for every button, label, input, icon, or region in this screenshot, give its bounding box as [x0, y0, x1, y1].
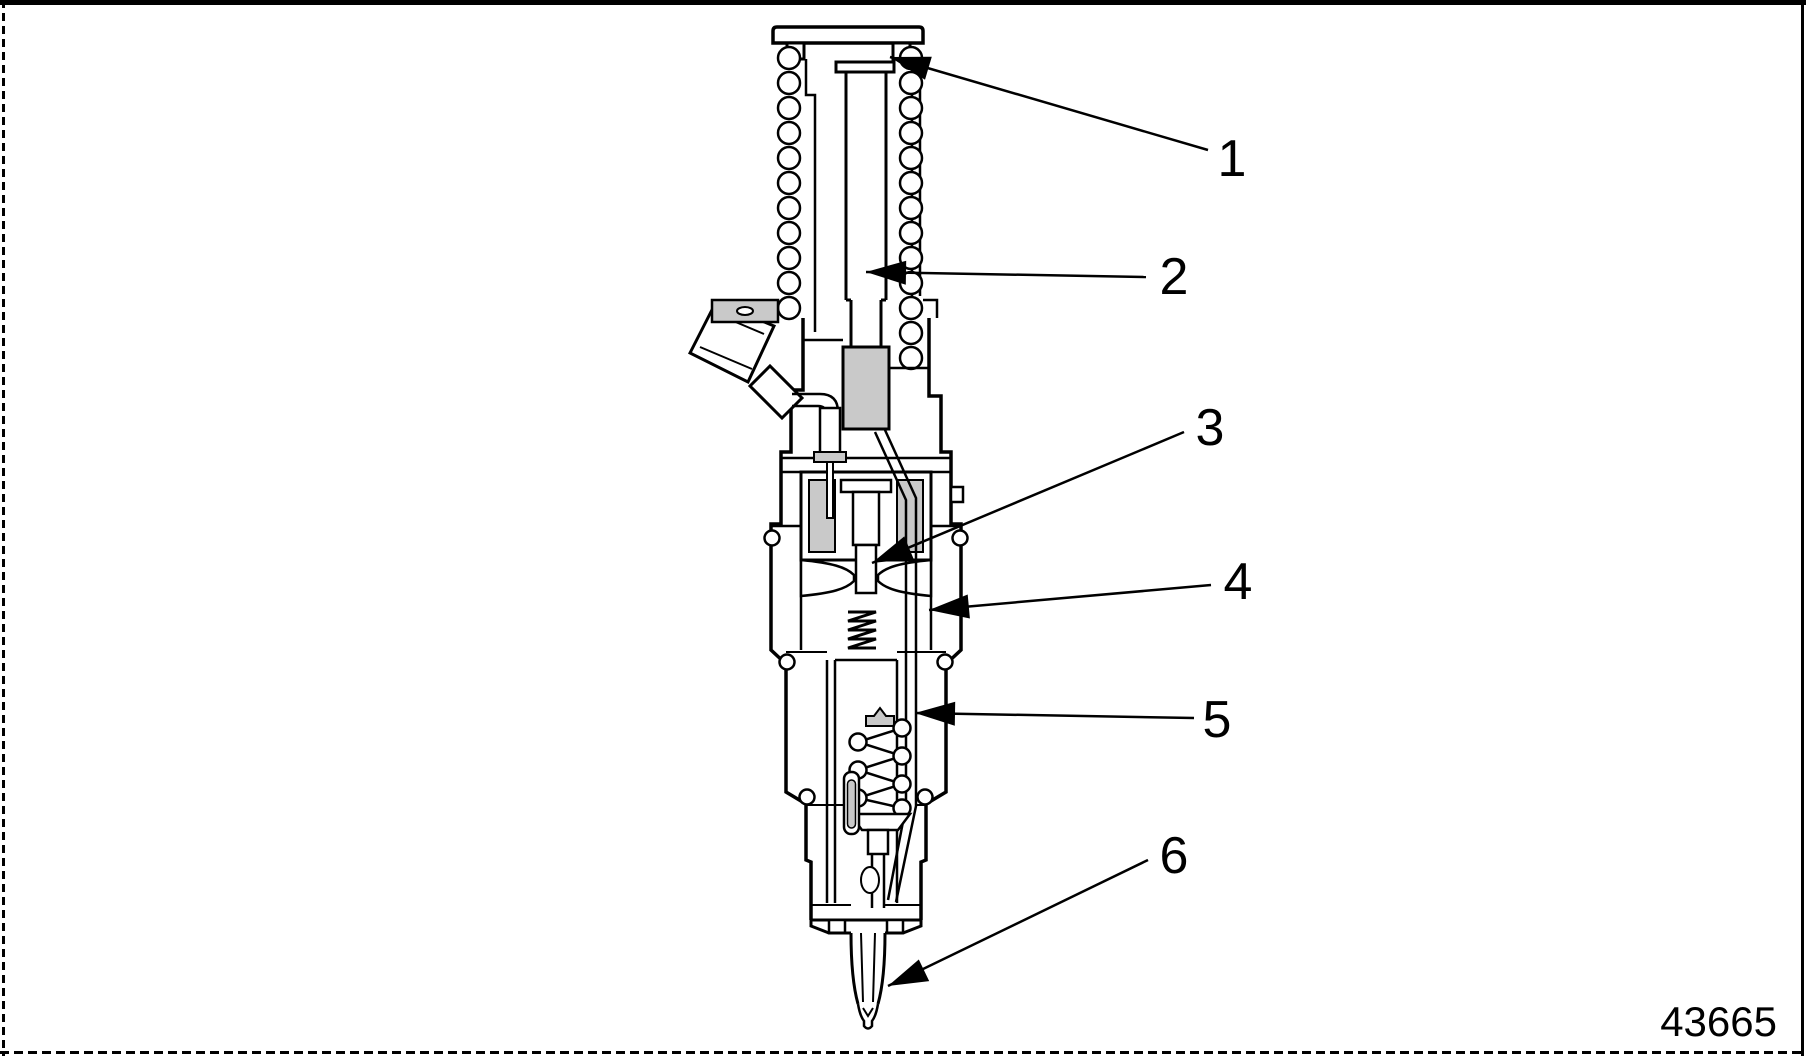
- callout-4-label: 4: [1224, 553, 1253, 611]
- terminal-cylinder: [820, 408, 840, 454]
- callout-6-arrowhead-icon: [888, 959, 930, 986]
- callout-1-label: 1: [1218, 130, 1247, 188]
- solenoid-valve-assembly: [801, 472, 931, 648]
- valve-return-spring: [848, 612, 876, 648]
- nut-bottom-chamfers: [811, 920, 921, 933]
- plunger-top-flange: [836, 62, 894, 72]
- callout-1-leader: [890, 57, 1208, 150]
- callout-2-label: 2: [1160, 248, 1189, 306]
- callout-2-leader: [866, 272, 1146, 277]
- nozzle-spring-cap: [866, 708, 894, 726]
- callout-6-label: 6: [1160, 827, 1189, 885]
- callout-5: 5: [915, 691, 1231, 749]
- callout-4-arrowhead-icon: [929, 594, 970, 619]
- nut-bottom-foot-right: [887, 920, 903, 933]
- armature-stem: [853, 492, 879, 545]
- body-notch-right: [951, 487, 963, 502]
- injector-body: [771, 318, 963, 933]
- spring-seat-shoulders: [803, 300, 937, 368]
- valve-seat-left: [801, 560, 854, 596]
- pump-barrel-block: [843, 347, 889, 429]
- figure-number: 43665: [1660, 998, 1777, 1045]
- callout-6: 6: [888, 827, 1188, 986]
- callout-1: 1: [890, 57, 1246, 188]
- connector-neck: [750, 366, 802, 418]
- callout-6-leader: [888, 860, 1148, 986]
- armature-plate: [841, 480, 891, 492]
- control-valve-stem: [856, 545, 876, 593]
- nozzle-outer-walls: [851, 933, 885, 1004]
- needle-spindle: [868, 830, 888, 854]
- callout-4-leader: [929, 585, 1211, 610]
- body-joint-lines: [786, 652, 946, 905]
- callouts: 1 2 3 4 5: [866, 57, 1252, 986]
- follower-cap: [773, 27, 923, 43]
- follower-guide-left: [806, 59, 815, 332]
- terminal-pin: [827, 462, 833, 518]
- nozzle-needle-inner: [861, 933, 875, 1016]
- callout-4: 4: [929, 553, 1252, 619]
- injector-upper-assembly: [773, 27, 937, 429]
- spring-chamber-walls: [827, 660, 897, 903]
- nozzle-tip-point: [858, 1004, 878, 1029]
- callout-5-label: 5: [1203, 691, 1232, 749]
- fuel-gallery: [861, 867, 879, 893]
- plunger-shaft: [846, 72, 886, 347]
- nozzle-tip-assembly: [851, 933, 885, 1029]
- callout-5-arrowhead-icon: [915, 701, 956, 726]
- solenoid-plate-lines: [781, 458, 951, 472]
- callout-3-arrowhead-icon: [872, 536, 914, 563]
- callout-3-leader: [872, 432, 1184, 563]
- callout-3: 3: [872, 399, 1224, 563]
- electrical-connector: [690, 300, 846, 518]
- valve-seat-right: [878, 560, 931, 596]
- callout-3-label: 3: [1196, 399, 1225, 457]
- nut-bottom-foot-left: [829, 920, 845, 933]
- callout-1-arrowhead-icon: [890, 56, 932, 80]
- callout-2-arrowhead-icon: [866, 260, 907, 285]
- terminal-flange: [814, 452, 846, 462]
- body-outline-right: [921, 318, 961, 920]
- fuel-supply-tube: [875, 430, 916, 902]
- o-ring-seals: [765, 531, 968, 805]
- callout-2: 2: [866, 248, 1188, 306]
- connector-cap-slot: [737, 307, 753, 315]
- nozzle-spring-assembly: [844, 708, 911, 908]
- dowel-pin: [848, 780, 856, 828]
- callout-5-leader: [915, 713, 1194, 718]
- follower-spring-left-coils: [778, 47, 800, 319]
